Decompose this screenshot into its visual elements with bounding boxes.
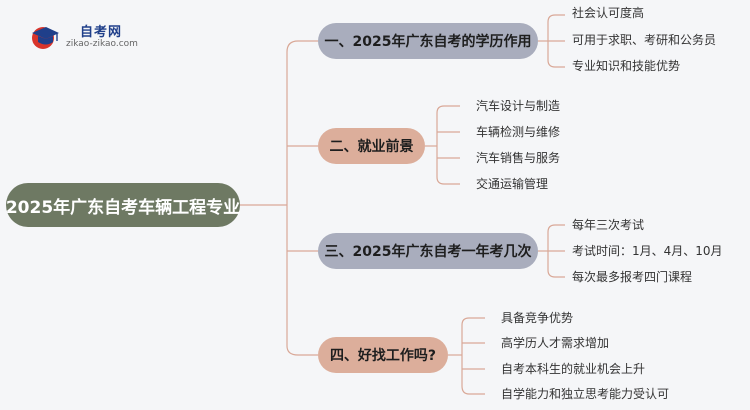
branch-job-finding: 四、好找工作吗? bbox=[318, 337, 448, 373]
leaf-item: 社会认可度高 bbox=[572, 6, 645, 20]
leaf-item: 汽车销售与服务 bbox=[476, 151, 561, 165]
root-node: 2025年广东自考车辆工程专业 bbox=[6, 183, 240, 227]
leaf-item: 可用于求职、考研和公务员 bbox=[572, 33, 717, 47]
connector-trunk bbox=[286, 40, 318, 356]
leaf-item: 具备竞争优势 bbox=[501, 311, 574, 325]
leaf-item: 自考本科生的就业机会上升 bbox=[501, 362, 646, 376]
leaf-item: 车辆检测与维修 bbox=[476, 125, 561, 139]
leaf-item: 专业知识和技能优势 bbox=[572, 59, 681, 73]
branch-exam-frequency: 三、2025年广东自考一年考几次 bbox=[318, 233, 538, 269]
leaf-item: 交通运输管理 bbox=[476, 177, 549, 191]
leaf-item: 汽车设计与制造 bbox=[476, 99, 561, 113]
graduation-cap-icon bbox=[32, 27, 59, 49]
leaf-item: 考试时间：1月、4月、10月 bbox=[572, 244, 723, 258]
branch-employment-prospects: 二、就业前景 bbox=[318, 128, 425, 164]
site-logo[interactable]: 自考网 zikao-zikao.com bbox=[30, 18, 165, 54]
branch-education-value: 一、2025年广东自考的学历作用 bbox=[318, 23, 538, 59]
logo-url: zikao-zikao.com bbox=[66, 39, 138, 49]
leaf-item: 高学历人才需求增加 bbox=[501, 336, 610, 350]
leaf-item: 每次最多报考四门课程 bbox=[572, 270, 693, 284]
logo-title: 自考网 bbox=[80, 25, 123, 40]
leaf-item: 自学能力和独立思考能力受认可 bbox=[501, 387, 670, 401]
leaf-item: 每年三次考试 bbox=[572, 218, 645, 232]
